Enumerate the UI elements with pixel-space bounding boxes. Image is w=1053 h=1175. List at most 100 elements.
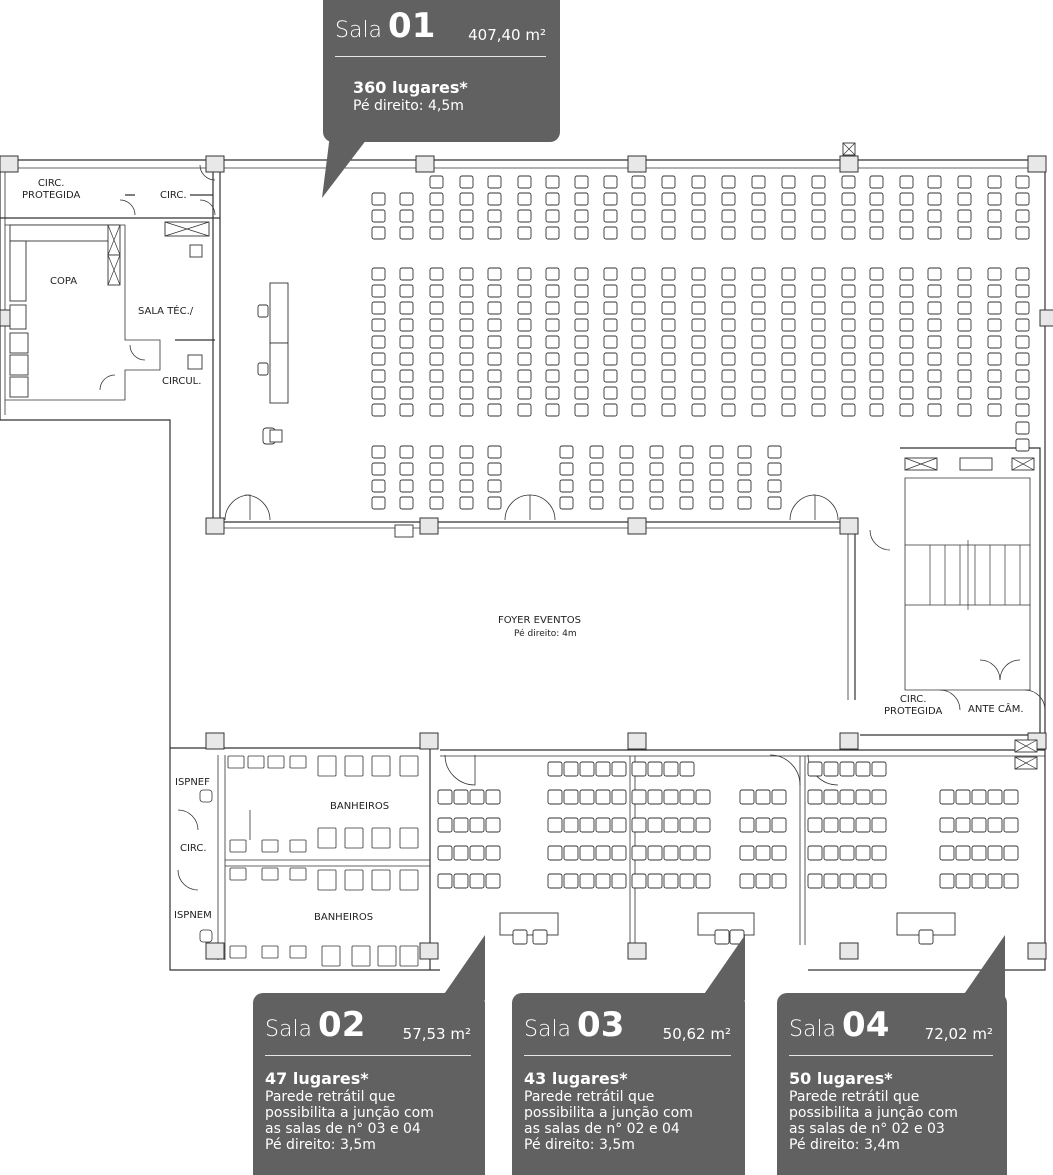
seat bbox=[661, 209, 676, 223]
seat bbox=[855, 845, 871, 861]
seat bbox=[661, 403, 676, 417]
seat bbox=[579, 845, 595, 861]
seat bbox=[987, 175, 1002, 189]
seat bbox=[721, 301, 736, 315]
seat bbox=[1015, 352, 1030, 366]
seat bbox=[899, 301, 914, 315]
seat bbox=[957, 267, 972, 281]
seat bbox=[399, 267, 414, 281]
seat bbox=[631, 845, 647, 861]
toilet-fixture bbox=[199, 789, 213, 803]
seat bbox=[811, 284, 826, 298]
structural-column bbox=[839, 517, 859, 535]
seat bbox=[574, 386, 589, 400]
seat bbox=[429, 479, 444, 493]
seat bbox=[545, 369, 560, 383]
seat bbox=[559, 445, 574, 459]
callout-body: 43 lugares* Parede retrátil que possibil… bbox=[524, 1071, 735, 1154]
seat bbox=[603, 403, 618, 417]
callout-seats: 47 lugares* bbox=[265, 1069, 369, 1088]
seat bbox=[987, 226, 1002, 240]
seat bbox=[631, 226, 646, 240]
callout-room-number: 01 bbox=[388, 6, 436, 46]
seat bbox=[399, 462, 414, 476]
seat bbox=[661, 301, 676, 315]
seat bbox=[1015, 284, 1030, 298]
structural-column bbox=[0, 155, 19, 173]
seat bbox=[453, 817, 469, 833]
seat bbox=[545, 335, 560, 349]
seat bbox=[939, 845, 955, 861]
seat bbox=[574, 226, 589, 240]
seat bbox=[841, 301, 856, 315]
seat bbox=[517, 192, 532, 206]
callout-line: possibilita a junção com bbox=[265, 1105, 434, 1121]
seat bbox=[751, 352, 766, 366]
sink-fixture bbox=[229, 945, 247, 959]
toilet-stall bbox=[344, 827, 364, 849]
seat bbox=[721, 267, 736, 281]
seat bbox=[429, 175, 444, 189]
seat bbox=[619, 445, 634, 459]
seat bbox=[807, 817, 823, 833]
seat bbox=[691, 352, 706, 366]
seat bbox=[485, 845, 501, 861]
seat bbox=[691, 318, 706, 332]
structural-column bbox=[205, 732, 225, 750]
seat bbox=[695, 789, 711, 805]
seat bbox=[811, 386, 826, 400]
seat bbox=[987, 789, 1003, 805]
seat bbox=[811, 209, 826, 223]
seat bbox=[399, 226, 414, 240]
seat bbox=[429, 445, 444, 459]
seat bbox=[679, 789, 695, 805]
seat bbox=[957, 175, 972, 189]
room-label-copa: COPA bbox=[50, 276, 78, 287]
seat bbox=[1003, 789, 1019, 805]
seat bbox=[487, 267, 502, 281]
room-label-ante-cam: ANTE CÂM. bbox=[968, 704, 1024, 715]
structural-column bbox=[419, 942, 439, 960]
seat bbox=[631, 209, 646, 223]
seat bbox=[661, 369, 676, 383]
callout-area: 407,40 m² bbox=[468, 26, 546, 44]
seat bbox=[487, 284, 502, 298]
seat bbox=[487, 403, 502, 417]
seat bbox=[487, 335, 502, 349]
seat bbox=[574, 267, 589, 281]
seat bbox=[679, 462, 694, 476]
seat bbox=[371, 352, 386, 366]
seat bbox=[429, 267, 444, 281]
seat bbox=[459, 335, 474, 349]
seat bbox=[987, 352, 1002, 366]
seat bbox=[547, 845, 563, 861]
structural-column bbox=[205, 942, 225, 960]
seat bbox=[927, 175, 942, 189]
seat bbox=[955, 817, 971, 833]
callout-line: Parede retrátil que bbox=[789, 1089, 920, 1105]
seat bbox=[517, 386, 532, 400]
structural-column bbox=[627, 942, 647, 960]
seat bbox=[611, 761, 627, 777]
seat bbox=[957, 226, 972, 240]
seat bbox=[709, 462, 724, 476]
seat bbox=[371, 284, 386, 298]
callout-line: Parede retrátil que bbox=[265, 1089, 396, 1105]
structural-column bbox=[1027, 942, 1047, 960]
seat bbox=[517, 209, 532, 223]
seat bbox=[839, 873, 855, 889]
seat bbox=[1015, 175, 1030, 189]
seat bbox=[459, 192, 474, 206]
seat bbox=[579, 789, 595, 805]
seat bbox=[517, 284, 532, 298]
seat bbox=[871, 845, 887, 861]
seat bbox=[767, 445, 782, 459]
seat bbox=[371, 369, 386, 383]
seat bbox=[869, 369, 884, 383]
seat bbox=[781, 301, 796, 315]
seat bbox=[437, 817, 453, 833]
toilet-stall bbox=[371, 755, 391, 777]
